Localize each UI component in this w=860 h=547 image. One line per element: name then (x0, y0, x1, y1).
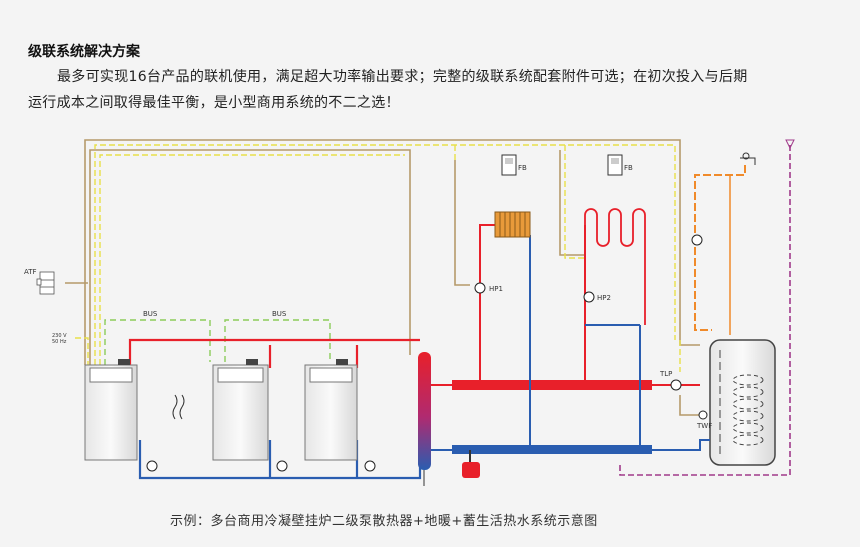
control-wiring (65, 139, 700, 416)
pump-tlp-icon (670, 379, 682, 391)
cold-water-inlet-icon (785, 139, 795, 150)
hp1-label: HP1 (489, 285, 503, 293)
description-line-1: 最多可实现16台产品的联机使用，满足超大功率输出要求；完整的级联系统配套附件可选… (57, 69, 748, 85)
room-controller-2 (607, 154, 623, 176)
fb-label-2: FB (624, 164, 633, 172)
sensor-twf-icon (698, 410, 708, 420)
tank-return-pipe (652, 439, 710, 451)
more-units-symbol (172, 394, 185, 420)
power-frequency: 50 Hz (52, 339, 67, 345)
bus-lines (104, 319, 331, 365)
boiler-2 (212, 359, 269, 461)
hot-water-tank (709, 339, 776, 466)
supply-header (452, 380, 652, 390)
circulation-pump-icon (691, 234, 703, 246)
tlp-label: TLP (659, 370, 672, 378)
description-line-2: 运行成本之间取得最佳平衡，是小型商用系统的不二之选！ (28, 95, 400, 111)
cold-water-pipe (619, 145, 791, 476)
bus-label-1: BUS (143, 310, 158, 318)
boiler-3 (304, 359, 358, 461)
return-header (452, 445, 652, 454)
expansion-vessel (462, 462, 480, 478)
section-heading: 级联系统解决方案 (28, 44, 140, 60)
bus-label-2: BUS (272, 310, 287, 318)
boiler-pumps (146, 460, 376, 472)
radiator (494, 211, 531, 238)
pump-hp1-icon (474, 282, 486, 294)
hot-water-outlet-pipe (694, 165, 746, 331)
header-connections (431, 224, 700, 465)
pump-hp2-icon (583, 291, 595, 303)
twf-label: TWF (696, 422, 712, 430)
outdoor-sensor-icon (36, 271, 55, 295)
atf-label: ATF (24, 268, 37, 276)
signal-wiring (75, 144, 681, 372)
tap-icon (740, 152, 756, 165)
hydraulic-separator (418, 352, 431, 470)
boiler-1 (84, 359, 138, 461)
power-voltage: 230 V (52, 333, 67, 339)
room-controller-1 (501, 154, 517, 176)
supply-pipe (128, 338, 420, 368)
diagram-caption: 示例：多台商用冷凝壁挂炉二级泵散热器+地暖+蓄生活热水系统示意图 (170, 514, 598, 529)
hp2-label: HP2 (597, 294, 611, 302)
floor-heating-loop (584, 208, 646, 325)
fb-label-1: FB (518, 164, 527, 172)
